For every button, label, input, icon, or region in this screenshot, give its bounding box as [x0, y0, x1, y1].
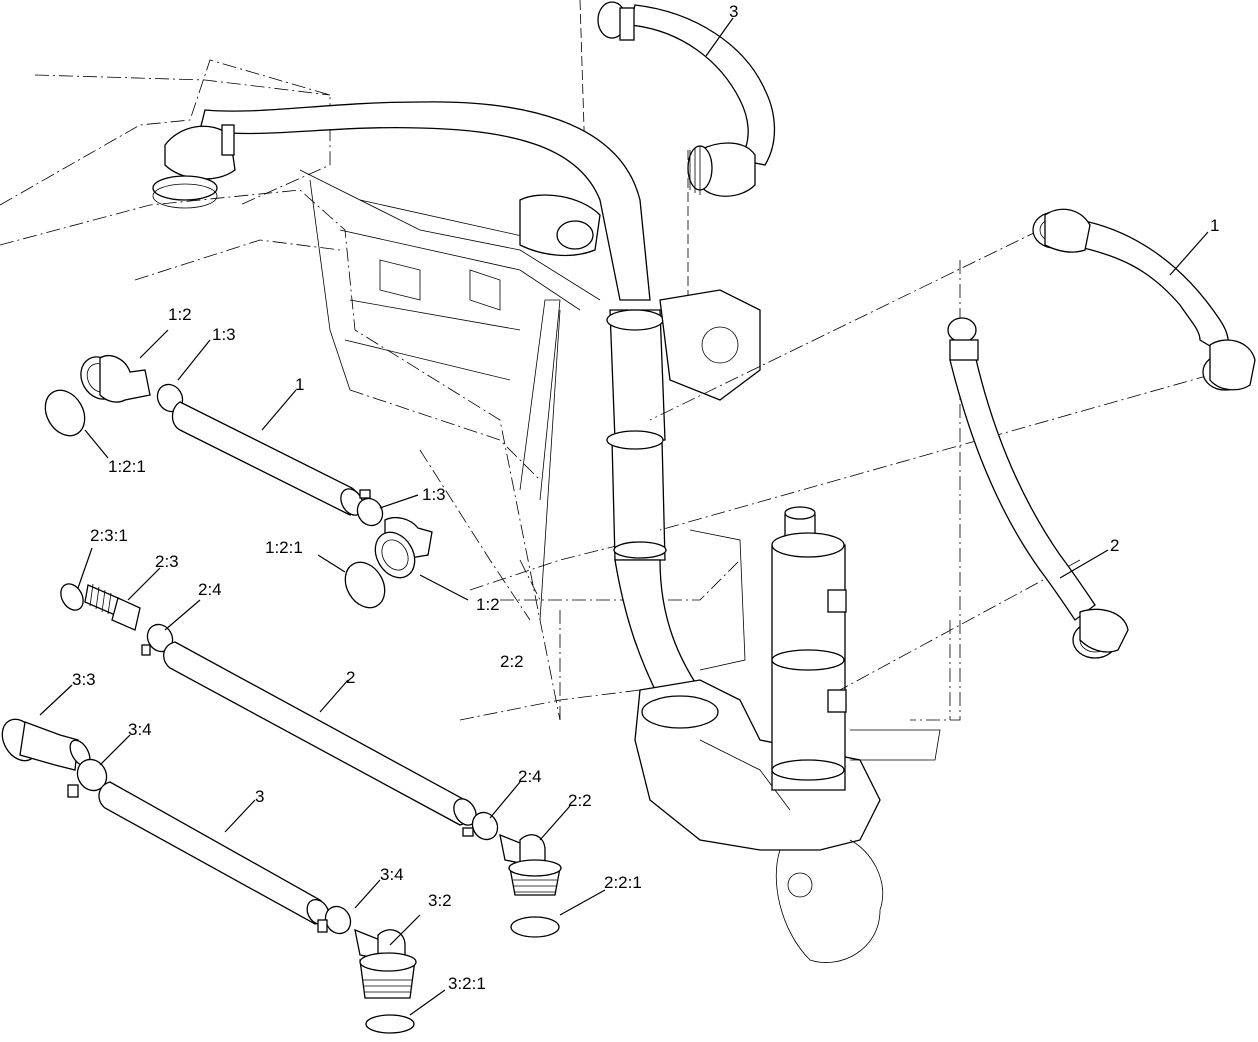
label-3-2-1: 3:2:1 [448, 974, 486, 993]
callout-labels: 3 1 2 1:2 1:3 1 1:2:1 1:3 1:2:1 1:2 2:3:… [72, 2, 1219, 993]
exploded-assembly-1 [44, 355, 433, 609]
label-1-2-b: 1:2 [476, 595, 500, 614]
hose-assembly-1-right [1032, 208, 1256, 391]
label-1-left: 1 [295, 375, 304, 394]
exploded-assembly-2 [60, 583, 562, 938]
label-1-2-a: 1:2 [168, 305, 192, 324]
label-2-3: 2:3 [155, 552, 179, 571]
hose-assembly-3-top [597, 1, 776, 197]
label-2-4-a: 2:4 [198, 580, 222, 599]
label-1-right: 1 [1210, 216, 1219, 235]
label-2-2-b: 2:2 [568, 791, 592, 810]
label-2-4-b: 2:4 [518, 767, 542, 786]
label-1-2-1-b: 1:2:1 [265, 538, 303, 557]
label-2-2-1: 2:2:1 [604, 873, 642, 892]
vertical-manifold [771, 506, 847, 791]
label-3-4-b: 3:4 [380, 865, 404, 884]
label-2-3-1: 2:3:1 [90, 526, 128, 545]
label-2-right: 2 [1110, 536, 1119, 555]
hose-assembly-2-right [947, 317, 1129, 659]
upper-intake-pipe [152, 101, 651, 301]
assembly-leader-lines [649, 229, 1211, 721]
label-2-mid: 2 [346, 668, 355, 687]
label-2-2-a: 2:2 [500, 652, 524, 671]
label-3-2: 3:2 [428, 891, 452, 910]
label-1-2-1-a: 1:2:1 [108, 457, 146, 476]
label-3-mid: 3 [255, 787, 264, 806]
central-valve-stack [519, 194, 761, 701]
label-3-3: 3:3 [72, 670, 96, 689]
label-leaders [39, 17, 1209, 1016]
label-1-3-b: 1:3 [422, 485, 446, 504]
lower-pump-block [634, 529, 941, 963]
label-3-4-a: 3:4 [128, 720, 152, 739]
upper-frame [299, 169, 601, 621]
label-1-3-a: 1:3 [212, 325, 236, 344]
label-3-top: 3 [729, 2, 738, 21]
exploded-assembly-3 [1, 718, 417, 1034]
